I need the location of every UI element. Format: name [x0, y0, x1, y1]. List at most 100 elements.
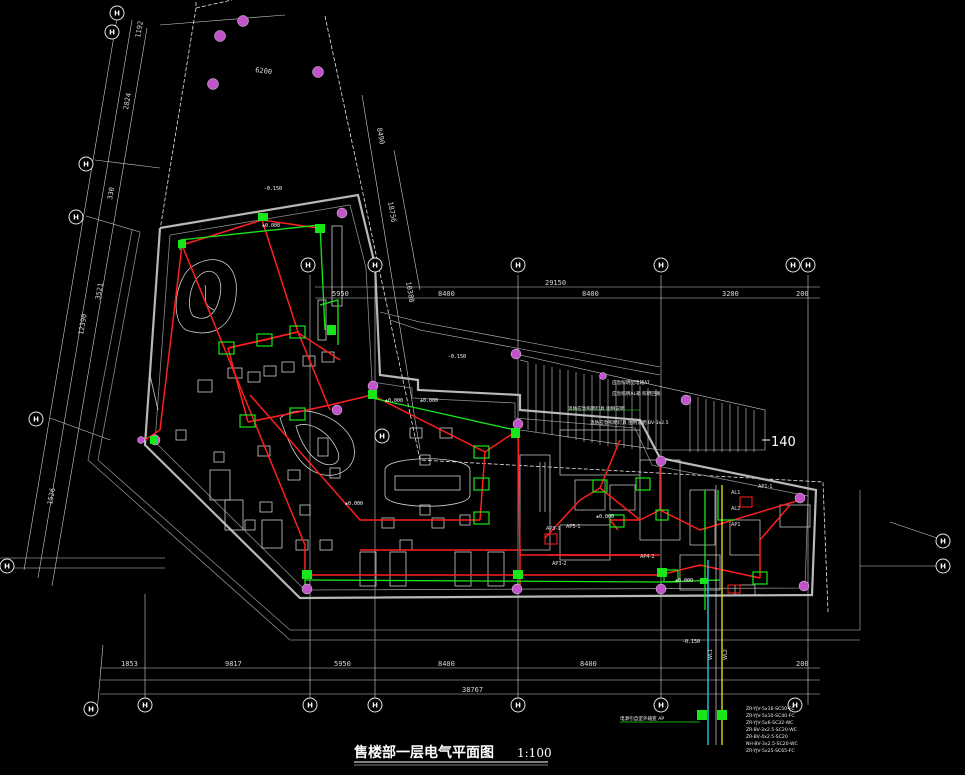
emergency-fixtures [150, 213, 727, 720]
dim-bottom-4: 8400 [438, 660, 455, 668]
axis-bubble-label: H [372, 702, 378, 710]
dim-bottom-5: 8400 [580, 660, 597, 668]
dim-left-5: 1526 [46, 487, 57, 505]
ceiling-panels [218, 325, 768, 585]
dim-mid-1: 8490 [375, 127, 386, 145]
site-boundary [159, 0, 829, 613]
note-text: 应急照明AL箱 照明回路 [612, 390, 661, 397]
dim-mid-2: 18756 [386, 201, 398, 223]
panel-labels: AL1 AL2 AP1 AP1-1 AP3-1 AP3-2 AP4-2 AP5-… [546, 484, 773, 567]
axis-bubble-label: H [4, 563, 10, 571]
axis-bubble [137, 697, 153, 713]
legend-line: ZR-YJV-5x16-SC50-FC [746, 706, 795, 712]
panel-label: AL1 [731, 490, 740, 496]
dim-top-4: 3200 [722, 290, 739, 298]
legend-label: 电源引自室外箱变 AP [620, 715, 664, 722]
axis-bubble-label: H [307, 702, 313, 710]
dim-left-1: 1192 [134, 20, 145, 38]
panel-label: AP4-2 [640, 554, 655, 560]
panel-label: AP1-1 [758, 484, 773, 490]
dim-top-3: 8400 [582, 290, 599, 298]
drawing-title: 售楼部一层电气平面图 [353, 744, 494, 761]
axis-bubble-label: H [805, 262, 811, 270]
dim-bottom-2: 9817 [225, 660, 242, 668]
axis-bubble [800, 257, 816, 273]
axis-bubble-label: H [790, 262, 796, 270]
stair-mark: 140 [771, 435, 796, 450]
axis-bubble [104, 24, 120, 40]
dim-bottom-3: 5950 [334, 660, 351, 668]
axis-bubble-label: H [940, 538, 946, 546]
plan-notes: 应急照明配电箱AT 应急照明AL箱 照明回路 消防应急照明灯具 图例说明 消防应… [568, 379, 669, 426]
axis-bubble-label: H [515, 702, 521, 710]
level-label: ±0.000 [345, 501, 363, 507]
axis-bubble [367, 257, 383, 273]
axis-bubble [109, 5, 125, 21]
axis-bubble [785, 257, 801, 273]
axis-bubble [653, 697, 669, 713]
axis-bubble [0, 558, 15, 574]
dim-top-total: 29150 [545, 279, 566, 287]
axis-bubble-label: H [372, 262, 378, 270]
axis-bubble [935, 558, 951, 574]
dimension-texts: 1853 9817 5950 8400 8400 200 38767 5950 … [46, 20, 809, 694]
panel-label: AP5-1 [566, 524, 581, 530]
legend-line: NH-BV-3x2.5-SC20-WC [746, 741, 798, 747]
axis-bubble [78, 156, 94, 172]
dim-bottom-1: 1853 [121, 660, 138, 668]
legend-line: ZR-YJV-5x25-SC65-FC [746, 748, 795, 754]
note-text: 消防应急照明灯具 图例说明 BV-3x2.5 [590, 419, 669, 426]
axis-bubble [935, 533, 951, 549]
axis-bubble [68, 209, 84, 225]
axis-bubble [510, 697, 526, 713]
riser-label: WL2 [723, 649, 729, 660]
level-label: -0.150 [264, 186, 282, 192]
dim-bottom-6: 200 [796, 660, 809, 668]
level-label: ±0.000 [262, 223, 280, 229]
axis-bubble-label: H [33, 416, 39, 424]
axis-bubble-label: H [658, 262, 664, 270]
axis-bubble-label: H [83, 161, 89, 169]
panel-label: AP3-2 [552, 561, 567, 567]
panel-label: AL2 [731, 506, 740, 512]
level-label: ±0.000 [385, 398, 403, 404]
axis-bubble-label: H [142, 702, 148, 710]
dim-mid-3: 10388 [404, 281, 416, 303]
legend-line: ZR-BV-4x2.5-SC20 [746, 734, 788, 740]
building-walls-inner [87, 204, 861, 641]
legend-line: ZR-BV-3x2.5-SC20-WC [746, 727, 797, 733]
riser-labels: WL1 WL2 [708, 649, 729, 660]
axis-bubble-label: H [515, 262, 521, 270]
dim-small: 6200 [255, 66, 273, 76]
note-text: 应急照明配电箱AT [612, 379, 650, 386]
level-label: ±0.000 [675, 578, 693, 584]
stair [379, 311, 766, 452]
axis-bubble-label: H [114, 10, 120, 18]
building-walls [143, 193, 818, 600]
axis-bubble [653, 257, 669, 273]
drawing-scale: 1:100 [517, 746, 552, 760]
level-label: ±0.000 [596, 514, 614, 520]
axis-bubble-label: H [792, 702, 798, 710]
axis-bubble-label: H [379, 433, 385, 441]
level-label: -0.150 [448, 354, 466, 360]
power-legend: 电源引自室外箱变 AP ZR-YJV-5x16-SC50-FC ZR-YJV-5… [620, 706, 798, 754]
axis-bubble-label: H [658, 702, 664, 710]
axis-bubble-label: H [940, 563, 946, 571]
level-label: -0.150 [682, 639, 700, 645]
axis-bubble-label: H [109, 29, 115, 37]
level-label: ±0.000 [420, 398, 438, 404]
dim-top-2: 8400 [438, 290, 455, 298]
panel-label: AP3-1 [546, 526, 561, 532]
axis-bubble [787, 697, 803, 713]
level-labels: -0.150 ±0.000 ±0.000 -0.150 ±0.000 ±0.00… [262, 186, 700, 645]
dim-top-1: 5950 [332, 290, 349, 298]
axis-bubble [300, 257, 316, 273]
axis-bubble-label: H [305, 262, 311, 270]
axis-bubble-label: H [73, 214, 79, 222]
axis-bubble [302, 697, 318, 713]
grid-lines [0, 11, 944, 713]
dim-left-total: 12390 [77, 313, 89, 335]
